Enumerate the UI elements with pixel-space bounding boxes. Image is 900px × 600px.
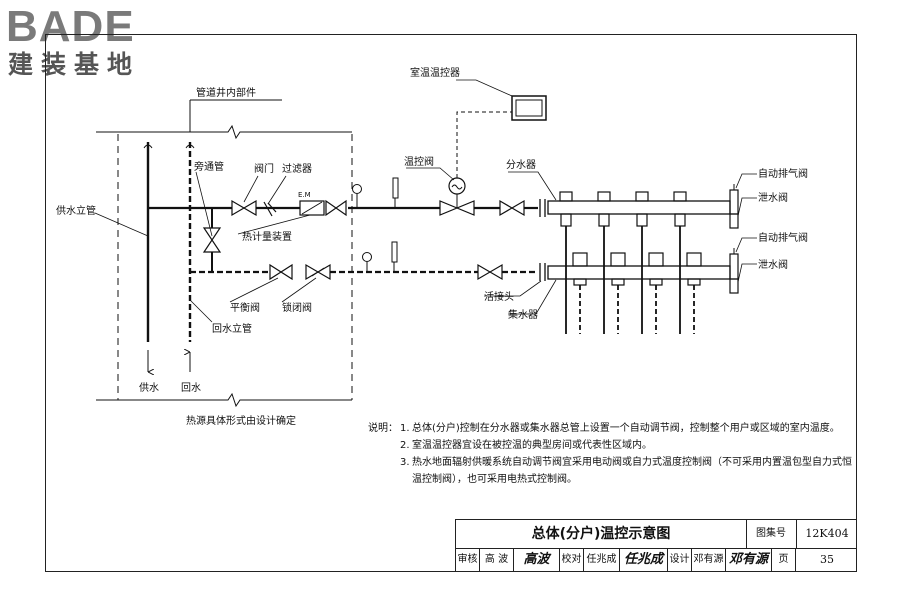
label-heat-source-note: 热源具体形式由设计确定 [186, 414, 296, 427]
temperature-control-valve [439, 200, 475, 216]
return-stop-valve [477, 263, 503, 281]
label-temp-valve: 温控阀 [404, 155, 434, 168]
label-supply: 供水 [139, 381, 159, 394]
label-em: E.M [298, 191, 311, 199]
design-label: 设计 [668, 548, 692, 572]
heat-meter-valve [325, 199, 347, 217]
return-pressure-gauge [362, 252, 372, 262]
design-signature: 邓有源 [726, 548, 772, 572]
label-heat-meter: 热计量装置 [242, 230, 292, 243]
review-name: 高 波 [480, 548, 514, 572]
label-supply-riser: 供水立管 [56, 204, 96, 217]
atlas-number: 12K404 [805, 527, 849, 540]
logo-text-en: BADE [6, 2, 135, 51]
drain-valve-1 [729, 213, 739, 229]
heat-meter [299, 200, 325, 216]
label-lock-valve: 锁闭阀 [282, 301, 312, 314]
lock-valve [305, 263, 331, 281]
label-drain-2: 泄水阀 [758, 258, 788, 271]
label-room-thermostat: 室温温控器 [410, 66, 460, 79]
bypass-valve [202, 227, 222, 253]
label-auto-vent-2: 自动排气阀 [758, 231, 808, 244]
label-union: 活接头 [484, 290, 514, 303]
label-bypass-pipe: 旁通管 [194, 160, 224, 173]
bade-logo: BADE 建装基地 [6, 4, 186, 84]
atlas-label: 图集号 [746, 520, 797, 548]
supply-gate-valve [231, 199, 257, 217]
notes-section: 说明： 1. 总体(分户)控制在分水器或集水器总管上设置一个自动调节阀，控制整个… [368, 420, 853, 488]
title-block: 总体(分户)温控示意图 图集号 12K404 审核 高 波 高波 校对 任兆成 … [455, 519, 857, 572]
logo-text-cn: 建装基地 [8, 50, 141, 79]
shaft-break-lines [96, 99, 352, 408]
notes-lead: 说明： [368, 423, 398, 434]
check-name: 任兆成 [584, 548, 620, 572]
label-return-riser: 回水立管 [212, 322, 252, 335]
note-text: 室温温控器宜设在被控温的典型房间或代表性区域内。 [412, 440, 652, 451]
return-thermometer [391, 241, 398, 263]
distributor-branches [559, 191, 687, 334]
supply-thermometer [392, 177, 399, 199]
label-shaft-parts: 管道井内部件 [196, 86, 256, 99]
auto-vent-valve-1 [729, 189, 739, 215]
page-number: 35 [820, 553, 834, 566]
filter [263, 201, 277, 217]
balance-valve [269, 263, 293, 281]
auto-vent-valve-2 [729, 253, 739, 280]
note-num: 2. [400, 440, 410, 451]
label-collector: 集水器 [508, 308, 538, 321]
room-thermostat-device [511, 95, 547, 121]
check-signature: 任兆成 [620, 548, 668, 572]
supply-pressure-gauge [352, 184, 362, 194]
check-label: 校对 [560, 548, 584, 572]
drain-valve-2 [729, 278, 739, 294]
leader-lines [94, 79, 757, 323]
note-num: 1. [400, 423, 410, 434]
note-text: 热水地面辐射供暖系统自动调节阀宜采用电动阀或自力式温度控制阀（不可采用内置温包型… [412, 457, 852, 485]
label-distributor: 分水器 [506, 159, 536, 171]
note-text: 总体(分户)控制在分水器或集水器总管上设置一个自动调节阀，控制整个用户或区域的室… [412, 423, 840, 434]
label-auto-vent-1: 自动排气阀 [758, 167, 808, 180]
drawing-frame [45, 34, 857, 572]
label-filter: 过滤器 [282, 162, 312, 175]
label-return: 回水 [181, 382, 201, 394]
review-label: 审核 [456, 548, 480, 572]
note-num: 3. [400, 457, 410, 468]
distributor-manifold [547, 200, 731, 215]
drawing-title: 总体(分户)温控示意图 [456, 520, 747, 548]
thermostat-signal-line [456, 111, 512, 178]
design-name: 邓有源 [692, 548, 726, 572]
pipe-shaft-boundary [117, 134, 353, 400]
collector-branches [572, 252, 702, 334]
label-valve: 阀门 [254, 162, 274, 175]
label-balance-valve: 平衡阀 [230, 301, 260, 314]
label-drain-1: 泄水阀 [758, 191, 788, 204]
collector-manifold [547, 265, 731, 280]
union-fittings [539, 199, 546, 281]
review-signature: 高波 [514, 548, 560, 572]
supply-stop-valve [499, 199, 525, 217]
page-label: 页 [772, 548, 796, 572]
